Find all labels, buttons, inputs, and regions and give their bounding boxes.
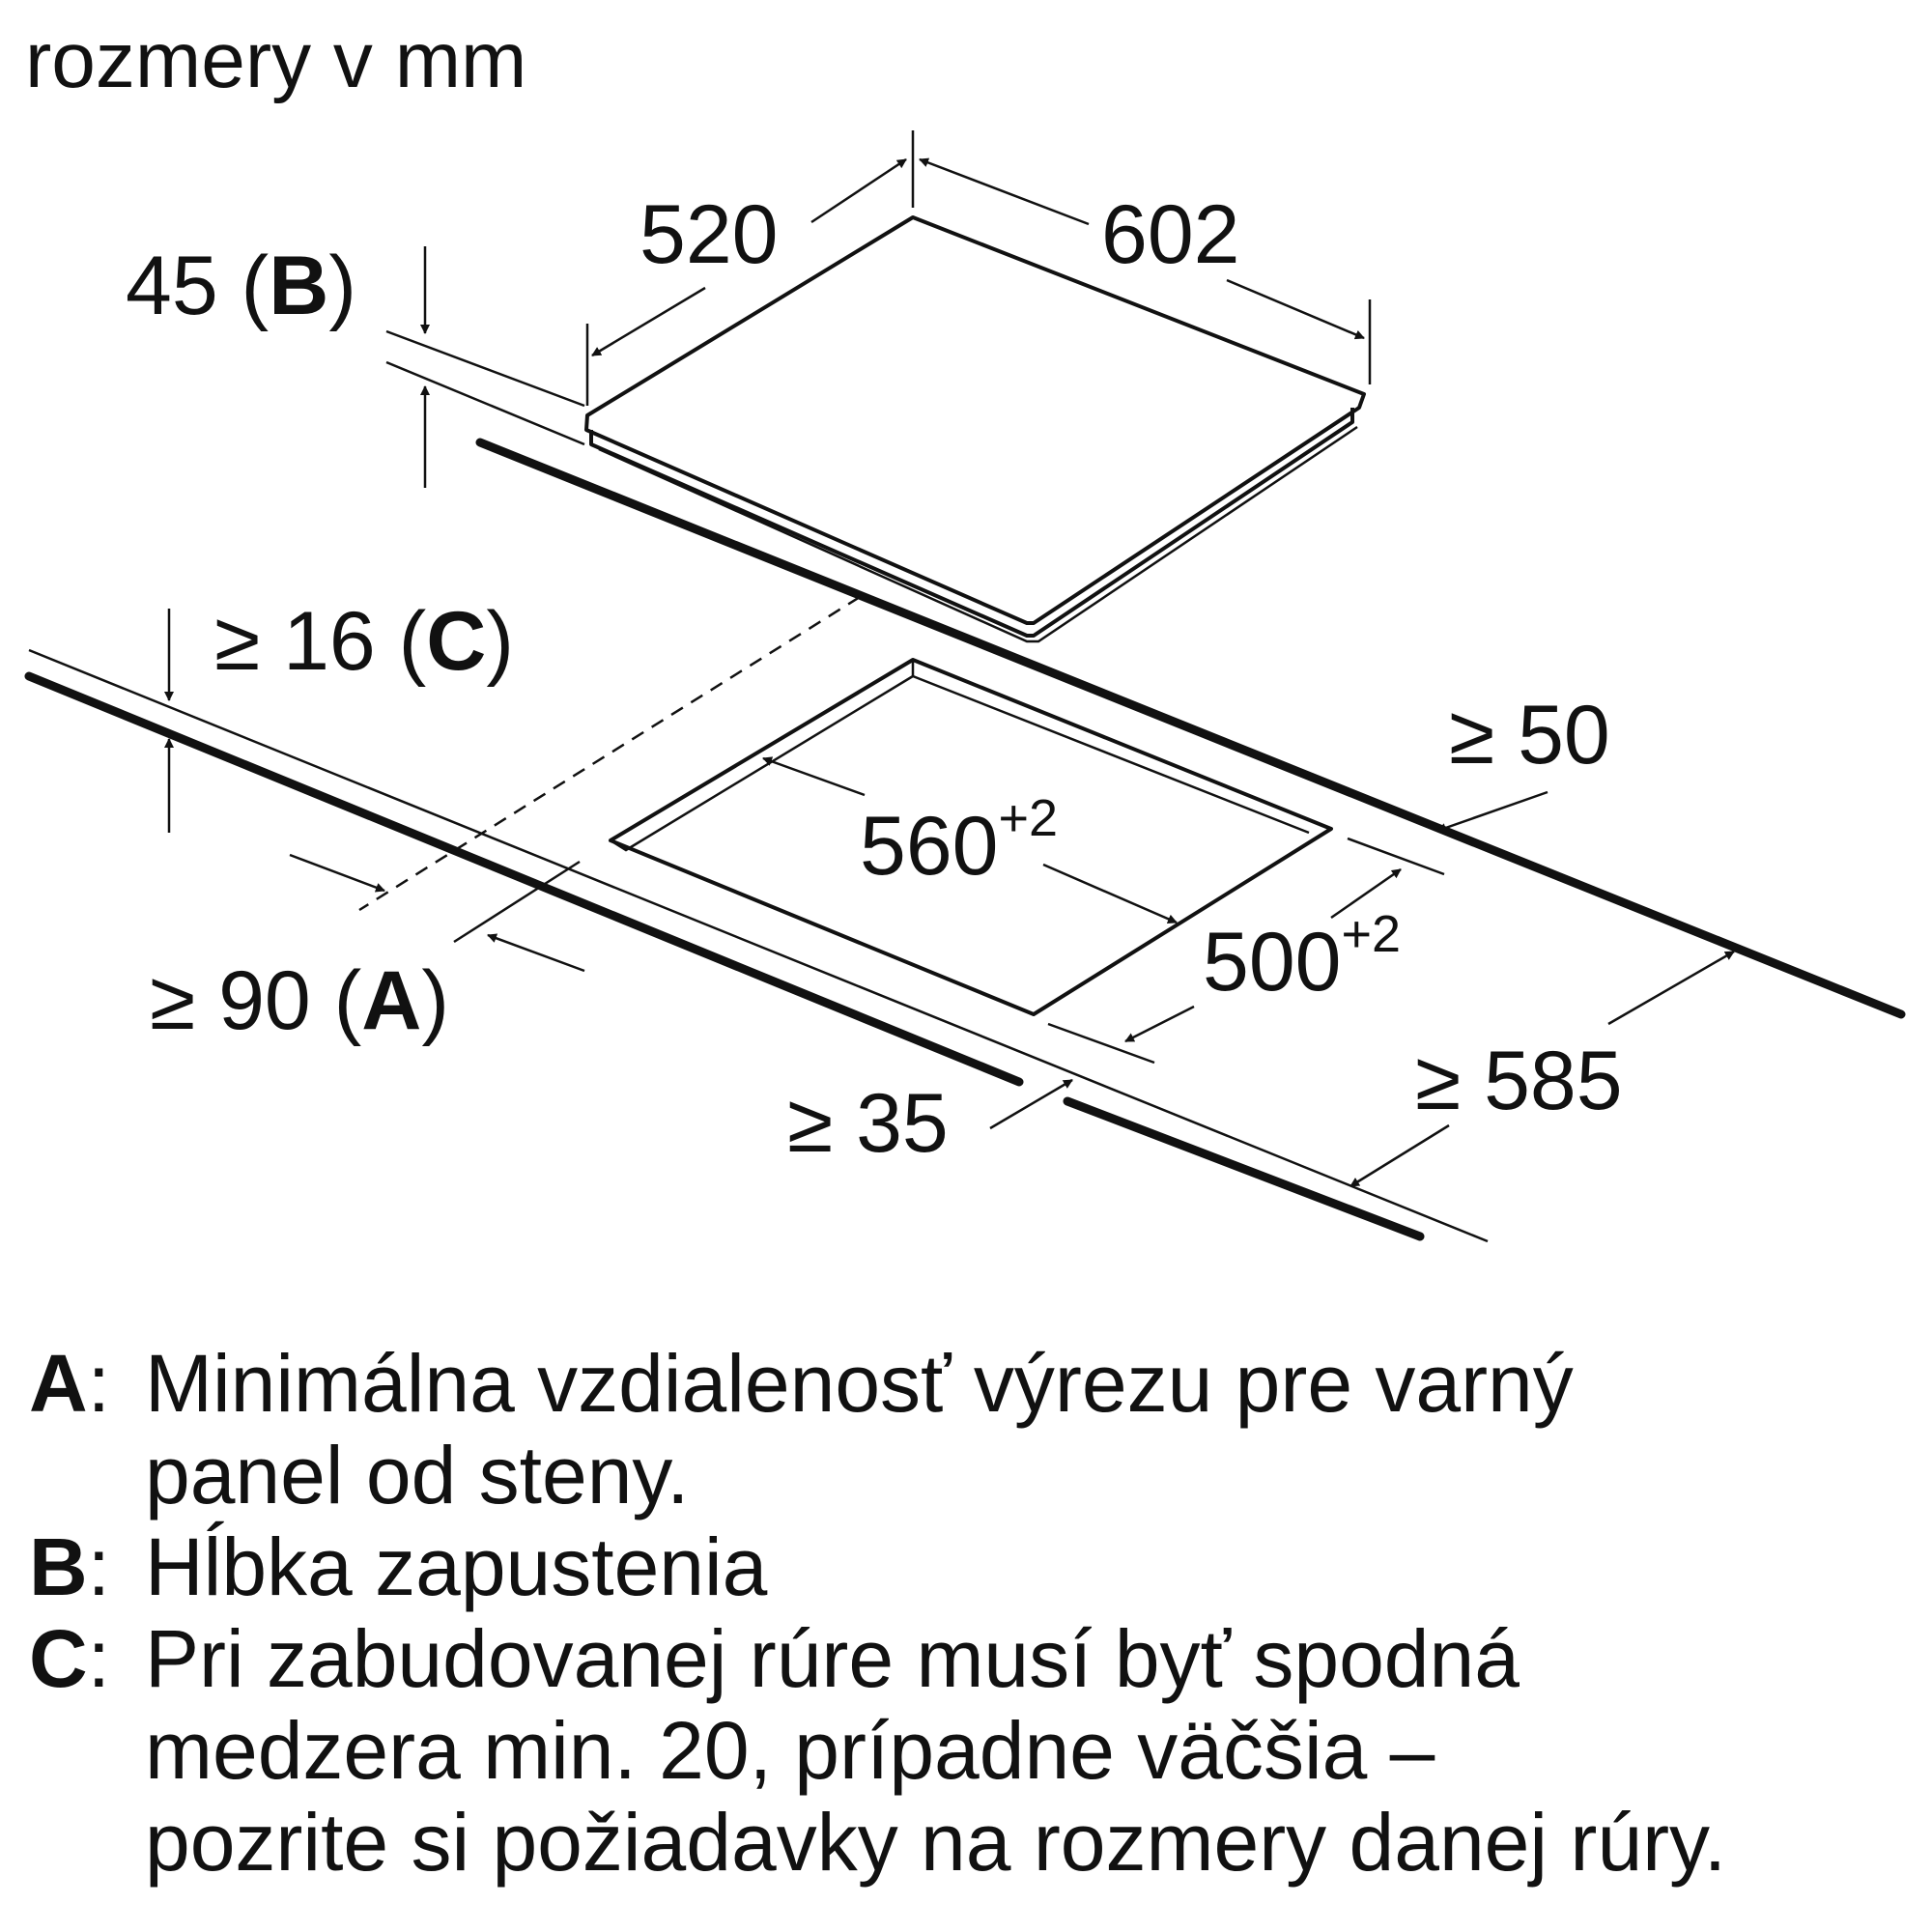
worktop [24, 438, 1906, 1243]
dim-35: ≥ 35 [787, 1077, 1073, 1170]
legend-text-b-line1: Hĺbka zapustenia [145, 1521, 768, 1612]
dim-45-b-label: 45 (B) [126, 240, 356, 332]
legend: A: Minimálna vzdialenosť výrezu pre varn… [29, 1338, 1913, 1889]
unit-label: rozmery v mm [25, 16, 527, 104]
dim-16-c-label: ≥ 16 (C) [214, 595, 514, 688]
legend-text-a-line2: panel od steny. [145, 1430, 690, 1520]
legend-item-c: C: Pri zabudovanej rúre musí byť spodná … [29, 1613, 1913, 1889]
dim-560: 560+2 [762, 756, 1178, 924]
dim-50: ≥ 50 [1436, 689, 1610, 833]
legend-key-c: C [29, 1613, 88, 1704]
dim-90-a-label: ≥ 90 (A) [150, 954, 449, 1047]
legend-key-a: A [29, 1338, 88, 1429]
dim-585: ≥ 585 [1350, 950, 1735, 1188]
dim-520: 520 [585, 130, 915, 406]
dim-602: 602 [919, 157, 1372, 384]
installation-diagram: 520 602 45 (B) ≥ 16 (C) 560+2 [24, 130, 1906, 1243]
legend-text-c-line1: Pri zabudovanej rúre musí byť spodná [145, 1613, 1520, 1704]
legend-text-c-line3: pozrite si požiadavky na rozmery danej r… [145, 1797, 1727, 1888]
dim-90-a: ≥ 90 (A) [150, 853, 585, 1047]
dim-520-label: 520 [639, 188, 779, 281]
dim-560-label: 560+2 [860, 789, 1058, 893]
legend-item-b: B: Hĺbka zapustenia [29, 1521, 1913, 1613]
legend-key-b: B [29, 1521, 88, 1612]
dim-585-label: ≥ 585 [1415, 1035, 1623, 1127]
legend-item-a: A: Minimálna vzdialenosť výrezu pre varn… [29, 1338, 1913, 1521]
legend-text-a-line1: Minimálna vzdialenosť výrezu pre varný [145, 1338, 1574, 1429]
dim-500: 500+2 [1047, 837, 1445, 1065]
legend-text-c-line2: medzera min. 20, prípadne väčšia – [145, 1705, 1435, 1796]
dim-602-label: 602 [1101, 188, 1240, 281]
projection-line [358, 595, 861, 912]
dim-16-c: ≥ 16 (C) [164, 595, 514, 833]
cooktop [584, 215, 1366, 643]
dim-45-b: 45 (B) [126, 240, 585, 488]
dim-35-label: ≥ 35 [787, 1077, 949, 1170]
dim-50-label: ≥ 50 [1449, 689, 1610, 781]
dim-500-label: 500+2 [1203, 905, 1401, 1009]
